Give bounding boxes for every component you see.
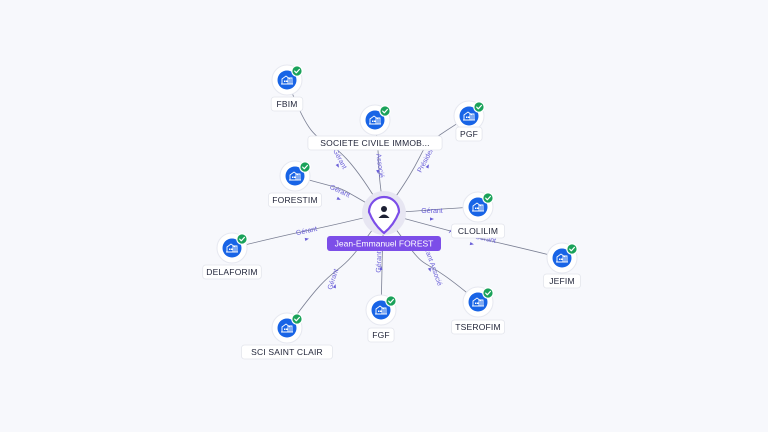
company-node-forestim[interactable] — [279, 160, 311, 192]
edge-line — [231, 212, 385, 249]
edge-arrow-icon — [332, 284, 336, 289]
company-name: SOCIETE CIVILE IMMOB... — [320, 138, 429, 148]
company-name: SCI SAINT CLAIR — [251, 347, 323, 357]
center-person-node[interactable]: Jean-Emmanuel FOREST — [327, 191, 441, 251]
center-label: Jean-Emmanuel FOREST — [327, 236, 441, 251]
building-icon — [226, 243, 238, 253]
company-label: FBIM — [270, 96, 304, 112]
edge-role-label: Associé — [374, 153, 384, 178]
node-core — [468, 292, 488, 312]
edge-arrow-icon — [430, 217, 434, 221]
edge-role-label: Gérant — [295, 226, 317, 237]
verified-check-icon — [482, 287, 494, 299]
company-name: DELAFORIM — [206, 267, 257, 277]
company-label: SOCIETE CIVILE IMMOB... — [307, 135, 443, 151]
edge-arrow-icon — [425, 164, 429, 169]
company-name: PGF — [460, 129, 478, 139]
edge-arrow-icon — [336, 196, 341, 200]
edge-role-label: Gérant — [376, 251, 384, 273]
company-label-bg — [270, 96, 304, 112]
building-icon — [472, 202, 484, 212]
company-label-bg — [267, 192, 322, 208]
edge-arrow-icon — [469, 242, 474, 246]
edge-delaforim: Gérant — [231, 212, 385, 249]
company-node-sci-immob[interactable] — [359, 104, 391, 136]
verified-check-icon — [291, 65, 303, 77]
nodes-layer: FBIM SOCIETE CIVILE IMMOB... PGF FORESTIM CL… — [202, 64, 581, 360]
company-node-sci-saint-clair[interactable] — [271, 312, 303, 344]
company-label-bg — [455, 126, 483, 142]
person-icon — [378, 206, 390, 218]
verified-check-icon — [482, 192, 494, 204]
company-label: PGF — [455, 126, 483, 142]
edge-arrow-icon — [335, 163, 339, 168]
edge-role-label: Gérant — [328, 184, 350, 199]
company-node-jefim[interactable] — [546, 242, 578, 274]
company-label-bg — [307, 135, 443, 151]
edge-arrow-icon — [376, 169, 380, 174]
node-core — [277, 318, 297, 338]
verified-check-icon — [473, 101, 485, 113]
company-name: FORESTIM — [272, 195, 318, 205]
company-name: TSEROFIM — [455, 322, 501, 332]
company-label: TSEROFIM — [450, 319, 505, 335]
company-node-tserofim[interactable] — [462, 286, 494, 318]
company-label-bg — [450, 319, 505, 335]
company-label-bg — [450, 223, 505, 239]
node-core — [552, 248, 572, 268]
building-icon — [281, 75, 293, 85]
building-icon — [463, 111, 475, 121]
company-node-delaforim[interactable] — [216, 232, 248, 264]
edge-arrow-icon — [379, 266, 383, 271]
node-core — [365, 110, 385, 130]
company-name: JEFIM — [549, 276, 575, 286]
edge-role-label: Gérant — [421, 208, 442, 215]
building-icon — [556, 253, 568, 263]
center-label-bg — [327, 236, 441, 251]
verified-check-icon — [379, 105, 391, 117]
company-label: DELAFORIM — [202, 264, 262, 280]
node-core — [222, 238, 242, 258]
company-node-fgf[interactable] — [365, 294, 397, 326]
company-node-clolilim[interactable] — [462, 191, 494, 223]
verified-check-icon — [566, 243, 578, 255]
edge-role-label: Gérant — [327, 268, 340, 291]
node-core — [459, 106, 479, 126]
node-core — [371, 300, 391, 320]
building-icon — [472, 297, 484, 307]
company-label: CLOLILIM — [450, 223, 505, 239]
edge-arrow-icon — [304, 237, 309, 241]
company-name: CLOLILIM — [458, 226, 498, 236]
edge-role-label: Gérant — [331, 148, 347, 170]
building-icon — [281, 323, 293, 333]
building-icon — [289, 171, 301, 181]
company-name: FGF — [372, 330, 390, 340]
edge-arrow-icon — [427, 267, 431, 272]
company-node-pgf[interactable] — [453, 100, 485, 132]
node-core — [285, 166, 305, 186]
company-label-bg — [367, 327, 395, 343]
company-node-fbim[interactable] — [271, 64, 303, 96]
company-label-bg — [202, 264, 262, 280]
company-label: SCI SAINT CLAIR — [241, 344, 333, 360]
company-label: JEFIM — [543, 273, 581, 289]
verified-check-icon — [236, 233, 248, 245]
person-name: Jean-Emmanuel FOREST — [335, 239, 434, 249]
company-name: FBIM — [276, 99, 297, 109]
company-label-bg — [543, 273, 581, 289]
building-icon — [369, 115, 381, 125]
verified-check-icon — [291, 313, 303, 325]
company-label-bg — [241, 344, 333, 360]
verified-check-icon — [385, 295, 397, 307]
verified-check-icon — [299, 161, 311, 173]
node-core — [468, 197, 488, 217]
company-label: FORESTIM — [267, 192, 322, 208]
building-icon — [375, 305, 387, 315]
company-label: FGF — [367, 327, 395, 343]
node-core — [277, 70, 297, 90]
